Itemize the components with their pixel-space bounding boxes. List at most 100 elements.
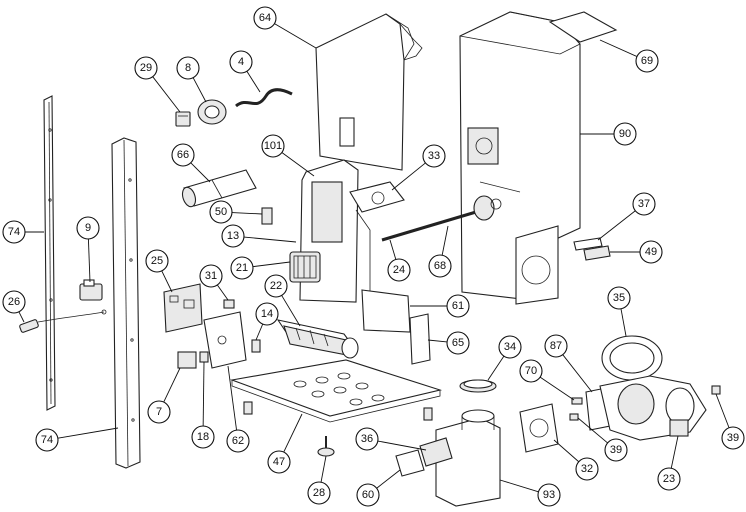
part-69-bracket xyxy=(548,11,618,43)
part-62-plate xyxy=(203,311,247,369)
callout-14: 14 xyxy=(255,302,279,326)
callout-22: 22 xyxy=(264,274,288,298)
leader-line xyxy=(376,469,401,489)
part-31 xyxy=(223,299,235,309)
leader-line xyxy=(246,71,261,93)
callout-4: 4 xyxy=(229,50,253,74)
callout-47: 47 xyxy=(267,450,291,474)
callout-39-right: 39 xyxy=(721,426,745,450)
callout-25: 25 xyxy=(145,249,169,273)
leader-line xyxy=(281,295,301,327)
leader-line xyxy=(227,365,237,431)
leader-line xyxy=(283,413,303,453)
part-68-rod xyxy=(381,195,502,242)
leader-line xyxy=(161,270,173,293)
callout-87: 87 xyxy=(544,334,568,358)
leader-lines xyxy=(18,23,730,493)
part-65-bracket xyxy=(409,313,431,365)
callout-label: 49 xyxy=(645,246,657,258)
part-39-clip-right xyxy=(711,385,721,395)
leader-line xyxy=(281,152,315,177)
callout-37: 37 xyxy=(632,192,656,216)
leader-line xyxy=(620,308,627,337)
callout-23: 23 xyxy=(657,467,681,491)
leader-line xyxy=(715,393,730,428)
callout-label: 28 xyxy=(313,487,325,499)
leader-line xyxy=(577,417,608,444)
leader-line xyxy=(18,311,25,323)
callout-label: 36 xyxy=(361,433,373,445)
callout-label: 4 xyxy=(238,56,244,68)
callout-70: 70 xyxy=(519,359,543,383)
leader-line xyxy=(562,354,593,393)
callout-label: 13 xyxy=(227,230,239,242)
leader-line xyxy=(57,427,119,439)
part-8-pressure-switch xyxy=(197,99,227,125)
callout-label: 69 xyxy=(641,55,653,67)
callout-90: 90 xyxy=(613,122,637,146)
leader-line xyxy=(252,261,291,268)
callout-60: 60 xyxy=(356,483,380,507)
part-90-cabinet xyxy=(459,11,581,305)
part-50 xyxy=(261,207,273,225)
callout-label: 14 xyxy=(261,308,273,320)
callout-50: 50 xyxy=(209,200,233,224)
callout-68: 68 xyxy=(428,254,452,278)
callout-label: 22 xyxy=(270,280,282,292)
part-25-control-board xyxy=(163,283,203,333)
callout-label: 24 xyxy=(393,264,405,276)
leader-line xyxy=(231,212,263,215)
callout-label: 31 xyxy=(205,270,217,282)
part-4-hose xyxy=(235,88,293,108)
callout-33: 33 xyxy=(422,144,446,168)
part-61-panel xyxy=(361,289,411,333)
callout-label: 32 xyxy=(581,463,593,475)
callout-label: 50 xyxy=(215,206,227,218)
side-rail-right xyxy=(111,137,141,469)
callout-74-top: 74 xyxy=(2,220,26,244)
leader-line xyxy=(670,435,679,469)
callout-label: 87 xyxy=(550,340,562,352)
leader-line xyxy=(597,210,636,241)
callout-32: 32 xyxy=(575,457,599,481)
callout-label: 74 xyxy=(8,226,20,238)
leader-line xyxy=(377,440,427,451)
callout-39-left: 39 xyxy=(604,438,628,462)
callout-label: 74 xyxy=(41,434,53,446)
callout-label: 65 xyxy=(452,337,464,349)
callout-label: 37 xyxy=(638,198,650,210)
callout-label: 90 xyxy=(619,128,631,140)
part-64-cover xyxy=(315,13,423,171)
callout-13: 13 xyxy=(221,224,245,248)
callout-7: 7 xyxy=(147,400,171,424)
callout-label: 9 xyxy=(85,222,91,234)
leader-line xyxy=(391,162,426,191)
leader-line xyxy=(553,439,580,463)
callout-label: 93 xyxy=(543,489,555,501)
part-49-plate xyxy=(583,245,611,261)
part-14 xyxy=(251,339,261,353)
leader-line xyxy=(274,23,317,49)
part-29 xyxy=(175,111,191,127)
leader-line xyxy=(243,236,297,243)
part-70-clip xyxy=(571,397,583,405)
callout-35: 35 xyxy=(607,286,631,310)
part-7-switch xyxy=(177,351,197,369)
callout-61: 61 xyxy=(446,294,470,318)
callout-49: 49 xyxy=(639,240,663,264)
callout-label: 21 xyxy=(236,262,248,274)
callout-label: 8 xyxy=(185,62,191,74)
callout-label: 66 xyxy=(177,149,189,161)
leader-line xyxy=(599,39,638,57)
part-36-gasket xyxy=(419,437,453,467)
leader-line xyxy=(389,239,397,260)
callout-label: 7 xyxy=(156,406,162,418)
callout-label: 39 xyxy=(727,432,739,444)
callout-label: 70 xyxy=(525,365,537,377)
callout-label: 18 xyxy=(197,431,209,443)
callout-36: 36 xyxy=(355,427,379,451)
callout-label: 62 xyxy=(232,435,244,447)
leader-line xyxy=(87,238,91,283)
callout-label: 39 xyxy=(610,444,622,456)
